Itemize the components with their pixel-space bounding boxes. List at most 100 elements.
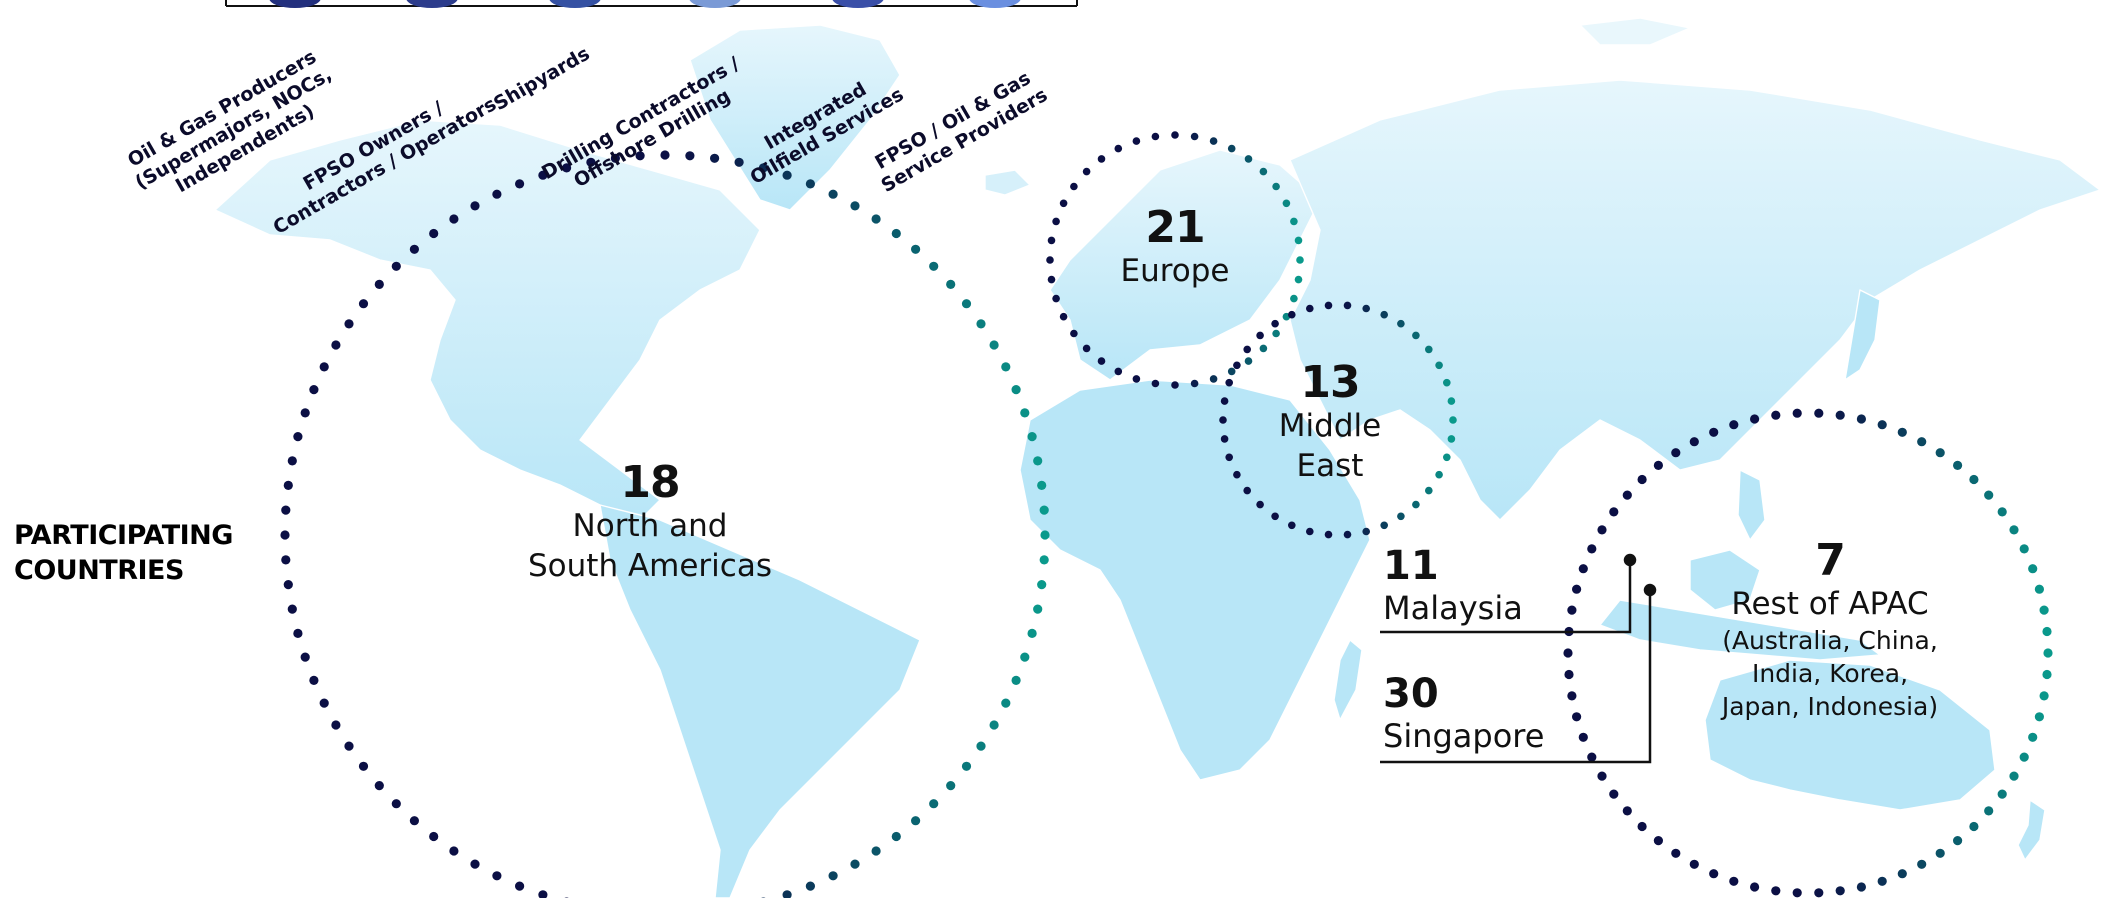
ring-dot xyxy=(1935,848,1945,858)
ring-dot xyxy=(1567,691,1577,701)
ring-dot xyxy=(562,163,572,173)
ring-dot xyxy=(293,432,303,442)
ring-dot xyxy=(2009,771,2019,781)
ring-dot xyxy=(344,319,354,329)
ring-dot xyxy=(911,244,921,254)
ring-dot xyxy=(2034,584,2044,594)
ring-dot xyxy=(1587,752,1597,762)
americas-ring xyxy=(280,150,1050,898)
ring-dot xyxy=(1324,301,1333,310)
ring-dot xyxy=(734,157,744,167)
region-americas: 18 North and South Americas xyxy=(510,460,790,586)
ring-dot xyxy=(1052,294,1060,303)
ring-dot xyxy=(1037,580,1047,590)
region-count: 7 xyxy=(1815,535,1846,586)
landmasses xyxy=(214,17,2101,898)
region-europe: 21 Europe xyxy=(1085,205,1265,291)
ring-dot xyxy=(1132,137,1141,145)
ring-dot xyxy=(710,153,720,163)
ring-dot xyxy=(1447,435,1456,443)
ring-dot xyxy=(1443,453,1451,462)
ring-dot xyxy=(961,761,972,771)
ring-dot xyxy=(1709,869,1719,879)
ring-dot xyxy=(1288,521,1296,530)
ring-dot xyxy=(1563,648,1573,658)
ring-dot xyxy=(1729,420,1739,430)
ring-dot xyxy=(1011,675,1021,686)
ring-dot xyxy=(1572,584,1582,594)
malaysia-leader-line xyxy=(1380,560,1632,634)
category-dot xyxy=(406,0,458,8)
ring-dot xyxy=(758,163,769,173)
ring-dot xyxy=(2019,544,2029,554)
ring-dot xyxy=(1082,167,1091,176)
region-count: 21 xyxy=(1145,202,1205,253)
ring-dot xyxy=(300,652,310,662)
region-name-line: East xyxy=(1296,448,1364,484)
ring-dot xyxy=(470,201,480,211)
ring-dot xyxy=(805,179,816,189)
ring-dot xyxy=(309,675,319,686)
ring-dot xyxy=(1814,408,1824,418)
ring-dot xyxy=(515,881,525,891)
ring-dot xyxy=(1039,555,1049,565)
ring-dot xyxy=(1578,564,1588,574)
middle-east-ring xyxy=(1219,301,1457,539)
region-sub-line: (Australia, China, xyxy=(1722,626,1938,655)
ring-dot xyxy=(1597,771,1607,781)
leader-lines xyxy=(1380,553,1657,764)
ring-dot xyxy=(2034,712,2044,722)
ring-dot xyxy=(1750,882,1760,892)
ring-dot xyxy=(1256,500,1264,509)
ring-dot xyxy=(685,151,695,161)
ring-dot xyxy=(1622,490,1632,500)
ring-dot xyxy=(319,698,329,708)
region-name-line: South Americas xyxy=(528,548,772,584)
ring-dot xyxy=(610,153,621,163)
ring-dot xyxy=(374,781,384,791)
ring-dot xyxy=(1209,137,1218,145)
ring-dot xyxy=(1290,294,1298,303)
north-america-shape xyxy=(214,119,761,521)
ring-dot xyxy=(287,604,297,614)
ring-dot xyxy=(961,299,972,309)
ring-dot xyxy=(429,228,439,239)
ring-dot xyxy=(1059,199,1068,208)
ring-dot xyxy=(1771,410,1781,420)
ring-dot xyxy=(358,761,369,771)
category-dot xyxy=(832,0,884,8)
ring-dot xyxy=(929,799,939,809)
ring-dot xyxy=(1040,530,1050,540)
ring-dot xyxy=(1294,275,1303,284)
ring-dot xyxy=(293,628,303,639)
ring-dot xyxy=(871,846,881,856)
ring-dot xyxy=(1271,319,1279,328)
ring-dot xyxy=(850,201,860,211)
ring-dot xyxy=(1653,836,1663,846)
ring-dot xyxy=(1114,367,1123,376)
ring-dot xyxy=(358,299,369,309)
ring-dot xyxy=(1447,397,1456,405)
region-count: 13 xyxy=(1300,357,1360,408)
ring-dot xyxy=(1397,319,1405,328)
ring-dot xyxy=(409,816,419,826)
country-name: Singapore xyxy=(1383,717,1545,755)
ring-dot xyxy=(1171,131,1179,139)
ring-dot xyxy=(1671,848,1681,858)
ring-dot xyxy=(1296,256,1304,264)
ring-dot xyxy=(449,846,459,856)
ring-dot xyxy=(782,170,792,180)
ring-dot xyxy=(1259,344,1268,353)
ring-dot xyxy=(1070,329,1078,338)
country-malaysia: 11 Malaysia xyxy=(1383,544,1523,628)
ring-dot xyxy=(1033,456,1043,466)
ring-dot xyxy=(1362,527,1370,536)
ring-dot xyxy=(1425,345,1433,354)
ring-dot xyxy=(1037,480,1047,490)
indonesia-shape xyxy=(1599,599,1881,661)
ring-dot xyxy=(287,456,297,466)
australia-shape xyxy=(1704,659,1996,811)
ring-dot xyxy=(1272,182,1280,191)
ring-dot xyxy=(1294,236,1303,245)
